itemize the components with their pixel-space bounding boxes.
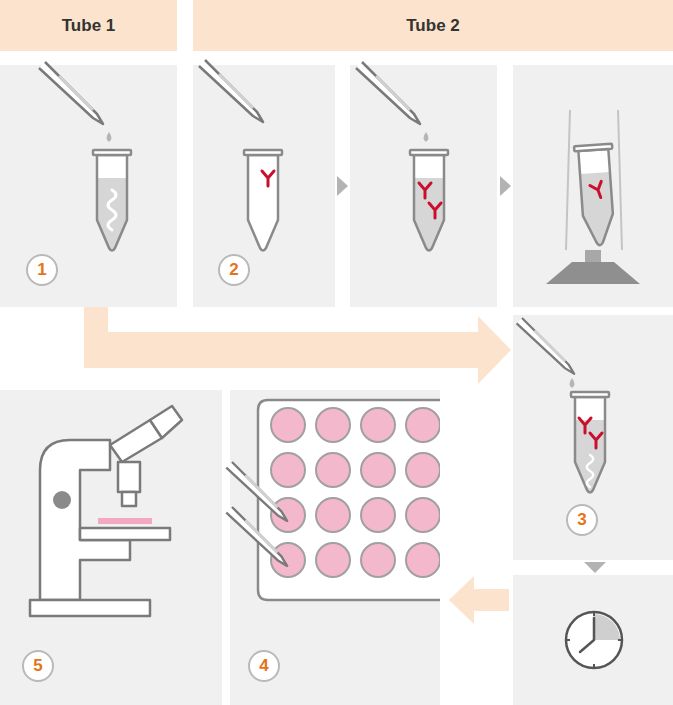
step-number: 2 bbox=[229, 260, 238, 280]
step-number: 1 bbox=[37, 260, 46, 280]
callout-number: 1 bbox=[26, 254, 58, 286]
vortex-mixer bbox=[546, 110, 640, 284]
microscope bbox=[30, 406, 182, 616]
callout-number: 4 bbox=[248, 650, 280, 682]
well-plate bbox=[226, 395, 446, 605]
callout-number: 5 bbox=[22, 650, 54, 682]
step-number: 3 bbox=[577, 510, 586, 530]
callout-number: 3 bbox=[566, 504, 598, 536]
step-number: 5 bbox=[33, 656, 42, 676]
header-band: Tube 1 bbox=[0, 0, 177, 51]
callout-number: 2 bbox=[218, 254, 250, 286]
step-panel bbox=[0, 65, 673, 705]
step-number: 4 bbox=[259, 656, 268, 676]
flow-arrow bbox=[449, 576, 509, 624]
header-label: Tube 1 bbox=[62, 16, 116, 36]
header-band: Tube 2 bbox=[193, 0, 673, 51]
timer-clock bbox=[566, 612, 622, 668]
flow-arrow bbox=[84, 307, 511, 384]
header-label: Tube 2 bbox=[406, 16, 460, 36]
